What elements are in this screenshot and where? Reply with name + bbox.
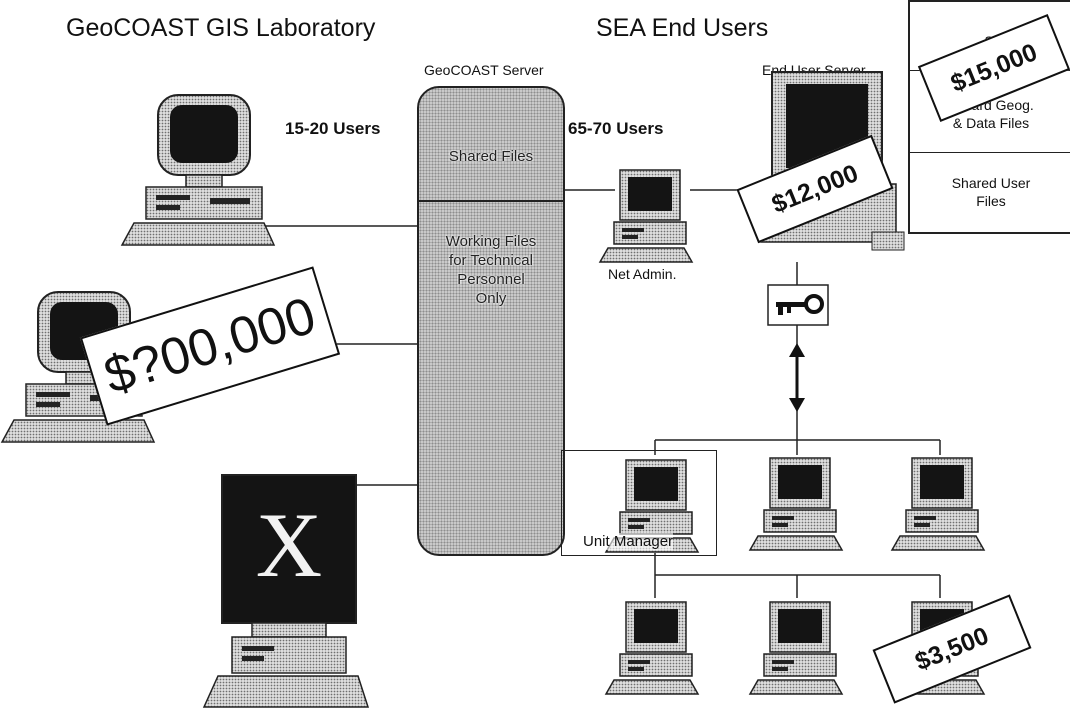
shared-files-label: Shared Files [448, 148, 534, 165]
files-box-shared-line-1: Shared User [951, 175, 1031, 191]
files-box-geog-line-2: & Data Files [952, 115, 1030, 131]
working-files-line-1: Working Files [445, 233, 537, 250]
lab-users-count: 15-20 Users [285, 119, 381, 138]
geocoast-server-label: GeoCOAST Server [424, 62, 544, 78]
geocoast-server: Shared Files Working Files for Technical… [417, 86, 565, 556]
end-users-title: SEA End Users [596, 14, 769, 42]
working-files-line-2: for Technical [449, 252, 533, 269]
working-files-line-4: Only [475, 290, 507, 307]
working-files-line-3: Personnel [457, 271, 525, 288]
server-divider [419, 200, 563, 202]
key-icon [776, 294, 824, 315]
lab-title: GeoCOAST GIS Laboratory [66, 14, 376, 42]
net-admin-label: Net Admin. [608, 266, 677, 282]
unit-manager-label: Unit Manager [583, 533, 674, 550]
end-users-count: 65-70 Users [568, 119, 664, 138]
files-box-shared-line-2: Files [976, 193, 1006, 209]
x-terminal-glyph: X [255, 494, 323, 596]
unit-manager-box [561, 450, 717, 556]
